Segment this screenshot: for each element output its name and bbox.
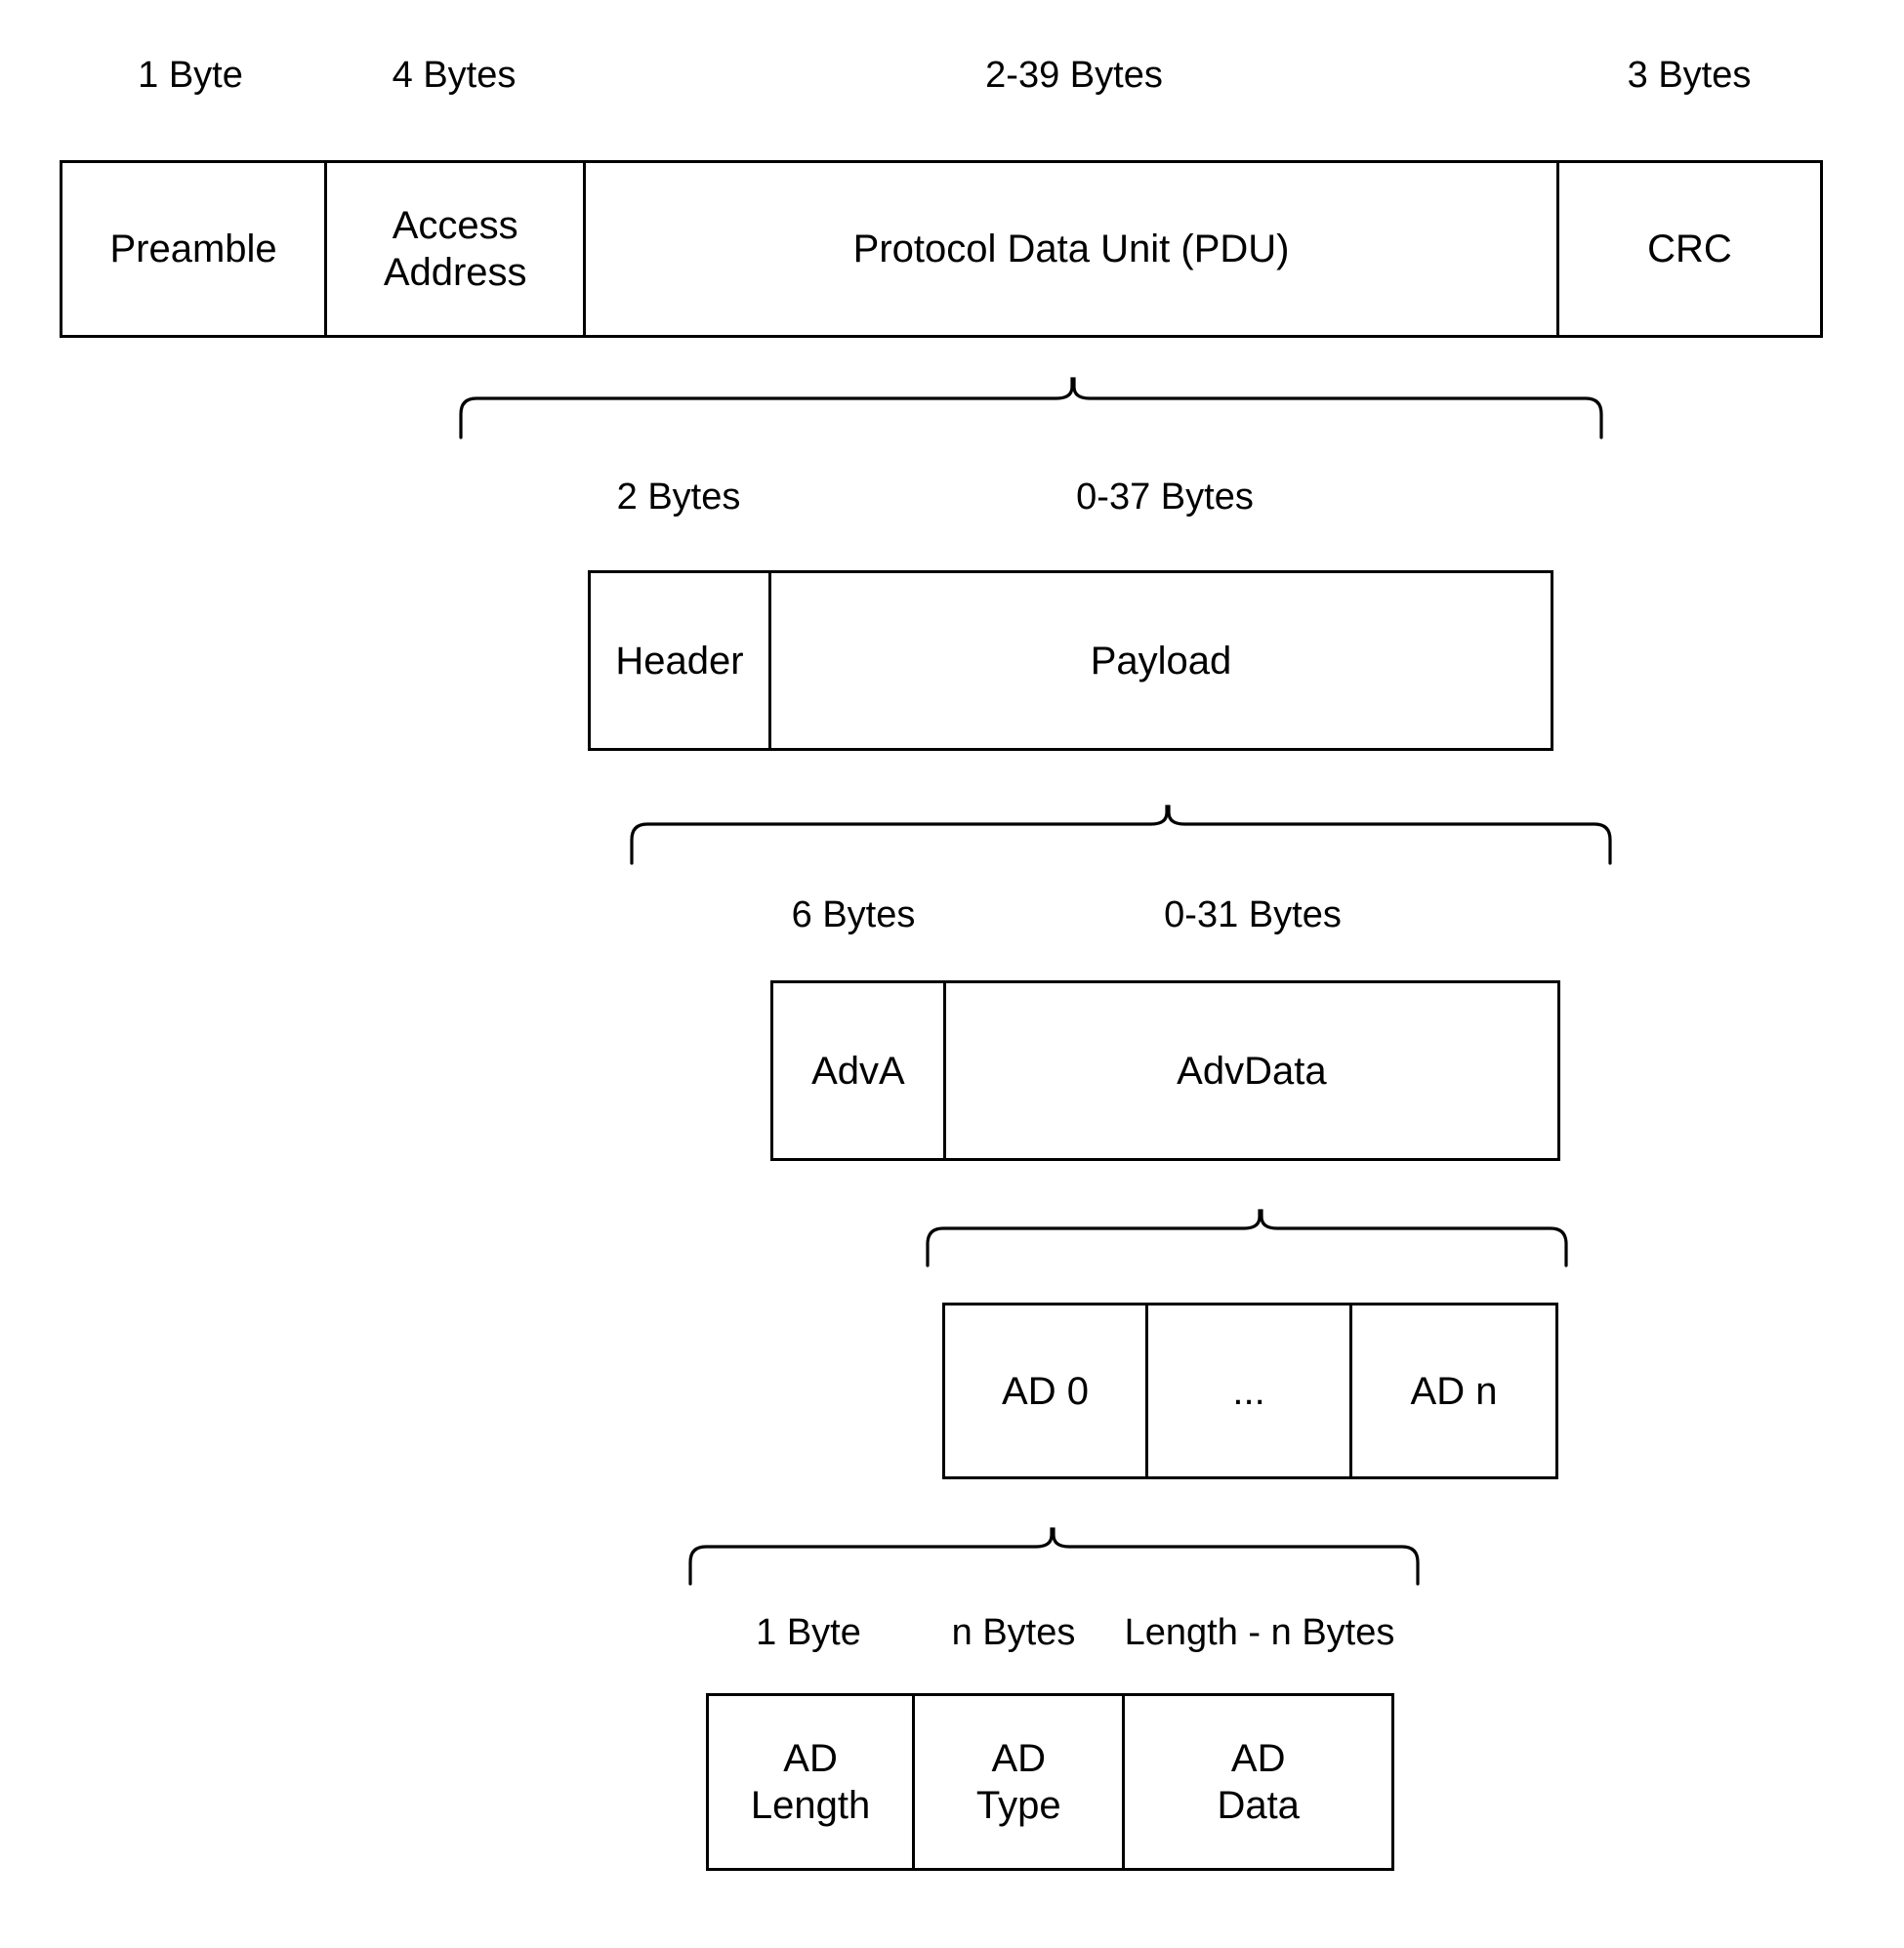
cell-ad-n: AD n: [1410, 1369, 1498, 1413]
pdu-row: Header Payload: [588, 570, 1553, 751]
size-label-access-address: 4 Bytes: [392, 55, 517, 96]
ad-list-row: AD 0 ... AD n: [942, 1303, 1558, 1479]
cell-ad-type: AD Type: [915, 1696, 1126, 1868]
cell-access-address: Access Address: [327, 163, 587, 335]
cell-preamble: Preamble: [62, 163, 328, 335]
cell-payload: Payload: [1090, 639, 1232, 683]
brace-advdata-to-ad-list: [926, 1209, 1568, 1267]
cell-ad-ellipsis: ...: [1148, 1306, 1353, 1476]
link-layer-packet-row: Preamble Access Address Protocol Data Un…: [60, 160, 1823, 338]
cell-header: Header: [591, 573, 771, 748]
cell-ad-length: AD Length: [709, 1696, 916, 1868]
size-label-crc: 3 Bytes: [1627, 55, 1752, 96]
ad-structure-row: AD Length AD Type AD Data: [706, 1693, 1394, 1871]
cell-crc: CRC: [1647, 228, 1732, 270]
size-label-adva: 6 Bytes: [791, 894, 916, 935]
cell-adva: AdvA: [773, 983, 946, 1158]
size-label-pdu: 2-39 Bytes: [985, 55, 1163, 96]
brace-ad-to-ad-fields: [688, 1527, 1420, 1586]
payload-row: AdvA AdvData: [770, 980, 1560, 1161]
size-label-ad-length: 1 Byte: [756, 1612, 861, 1653]
size-label-header: 2 Bytes: [616, 477, 741, 518]
brace-pdu-to-header-payload: [459, 377, 1603, 439]
cell-advdata: AdvData: [1177, 1049, 1327, 1093]
size-label-ad-data: Length - n Bytes: [1124, 1612, 1395, 1653]
cell-ad-0: AD 0: [945, 1306, 1149, 1476]
size-label-preamble: 1 Byte: [138, 55, 243, 96]
cell-ad-data: AD Data: [1217, 1737, 1300, 1827]
size-label-ad-type: n Bytes: [951, 1612, 1076, 1653]
brace-payload-to-advdata: [630, 805, 1612, 865]
cell-pdu: Protocol Data Unit (PDU): [586, 163, 1559, 335]
size-label-payload: 0-37 Bytes: [1076, 477, 1254, 518]
size-label-advdata: 0-31 Bytes: [1164, 894, 1342, 935]
